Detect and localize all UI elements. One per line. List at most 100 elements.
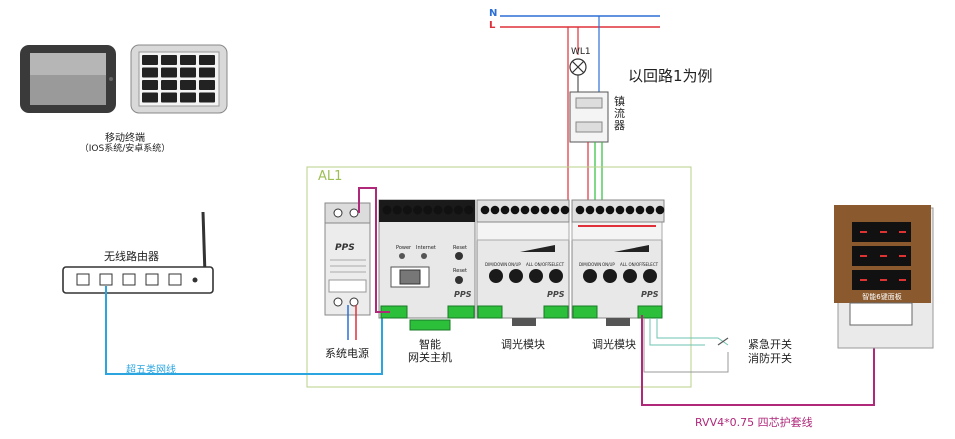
button-indicator <box>860 231 867 233</box>
app-tile <box>161 92 177 103</box>
terminal-screw <box>605 205 615 215</box>
button-indicator <box>880 231 887 233</box>
bus-cable <box>358 187 875 406</box>
terminal-screw <box>423 205 433 215</box>
gateway-led-label: Reset <box>453 245 467 251</box>
ballast-unit <box>569 91 609 208</box>
app-tile <box>142 67 158 78</box>
terminal-screw <box>500 205 510 215</box>
app-tile <box>199 55 215 65</box>
emergency-switch-wiring <box>643 318 729 373</box>
app-tile <box>180 92 196 103</box>
app-tile <box>142 80 158 90</box>
power-supply-label: 系统电源 <box>325 347 369 360</box>
ballast-label: 镇流器 <box>614 95 625 132</box>
power-lines <box>500 15 660 210</box>
terminal-screw <box>402 205 412 215</box>
network-cable <box>105 286 383 375</box>
button-indicator <box>899 255 906 257</box>
terminal-screw <box>550 205 560 215</box>
dimmer-button-label: ON/UP <box>508 262 521 267</box>
app-tile <box>199 80 215 90</box>
gateway-led-label: Reset <box>453 268 467 274</box>
terminal-screw <box>453 205 463 215</box>
live-label: L <box>489 20 496 31</box>
power-supply-module <box>324 202 371 340</box>
app-tile <box>199 92 215 103</box>
terminal-screw <box>540 205 550 215</box>
gateway-brand: PPS <box>454 290 472 299</box>
emergency-switch-label-2: 消防开关 <box>748 352 792 365</box>
app-tile-grid <box>142 55 215 103</box>
terminal-screw <box>413 205 423 215</box>
terminal-screw <box>645 205 655 215</box>
app-tile <box>161 55 177 65</box>
gateway-label-line2: 网关主机 <box>408 351 452 364</box>
dimmer-button-label: ON/UP <box>602 262 615 267</box>
app-tile <box>180 80 196 90</box>
button-indicator <box>880 255 887 257</box>
dimmer-label: 调光模块 <box>592 338 636 351</box>
dimmer-button-label: SELECT <box>549 262 565 267</box>
terminal-screw <box>480 205 490 215</box>
button-indicator <box>899 231 906 233</box>
terminal-screw <box>560 205 570 215</box>
network-cable-label: 超五类网线 <box>126 365 176 376</box>
power-supply-brand: PPS <box>335 243 355 253</box>
bus-cable-label: RVV4*0.75 四芯护套线 <box>695 416 813 429</box>
terminal-screw <box>464 205 474 215</box>
gateway-terminal-row <box>382 205 474 215</box>
dimmer-terminal-rows <box>476 199 665 223</box>
terminal-screw <box>625 205 635 215</box>
app-tile <box>142 55 158 65</box>
terminal-screw <box>615 205 625 215</box>
enclosure-label: AL1 <box>318 169 343 184</box>
terminal-screw <box>510 205 520 215</box>
terminal-screw <box>382 205 392 215</box>
terminal-screw <box>443 205 453 215</box>
gateway-label-line1: 智能 <box>419 338 441 351</box>
lamp-symbol <box>569 58 587 92</box>
terminal-screw <box>635 205 645 215</box>
dimmer-button-label: DIM/DOWN <box>579 262 602 267</box>
enclosure-box <box>306 166 692 388</box>
lamp-label: WL1 <box>571 47 591 57</box>
button-indicator <box>899 279 906 281</box>
neutral-label: N <box>489 8 498 19</box>
dimmer-label: 调光模块 <box>501 338 545 351</box>
mobile-terminal-sublabel: （IOS系统/安卓系统） <box>79 144 171 154</box>
app-tile <box>180 67 196 78</box>
terminal-screw <box>595 205 605 215</box>
terminal-screw <box>585 205 595 215</box>
terminal-screw <box>392 205 402 215</box>
app-tile <box>180 55 196 65</box>
app-tile <box>142 92 158 103</box>
tablet-device <box>20 45 116 113</box>
dimmer-button-label: ALL ON/OFF <box>526 262 550 267</box>
dimmer-brand: PPS <box>641 290 659 299</box>
dimmer-button-label: SELECT <box>643 262 659 267</box>
button-indicator <box>860 255 867 257</box>
terminal-screw <box>520 205 530 215</box>
terminal-screw <box>575 205 585 215</box>
terminal-screw <box>530 205 540 215</box>
keypad-panel <box>834 205 934 349</box>
gateway-led-label: Internet <box>416 245 436 251</box>
router-device <box>62 211 214 294</box>
keypad-button-marks <box>860 231 906 281</box>
button-indicator <box>880 279 887 281</box>
dimmer-button-label: DIM/DOWN <box>485 262 508 267</box>
button-indicator <box>860 279 867 281</box>
terminal-screw <box>433 205 443 215</box>
terminal-screw <box>655 205 665 215</box>
app-tile <box>161 80 177 90</box>
app-tile <box>199 67 215 78</box>
keypad-label: 智能6键面板 <box>862 293 902 301</box>
terminal-screw <box>490 205 500 215</box>
gateway-module <box>378 199 476 331</box>
app-tile <box>161 67 177 78</box>
gateway-led-label: Power <box>396 245 412 251</box>
router-label: 无线路由器 <box>104 250 159 263</box>
emergency-switch-label-1: 紧急开关 <box>748 338 792 351</box>
